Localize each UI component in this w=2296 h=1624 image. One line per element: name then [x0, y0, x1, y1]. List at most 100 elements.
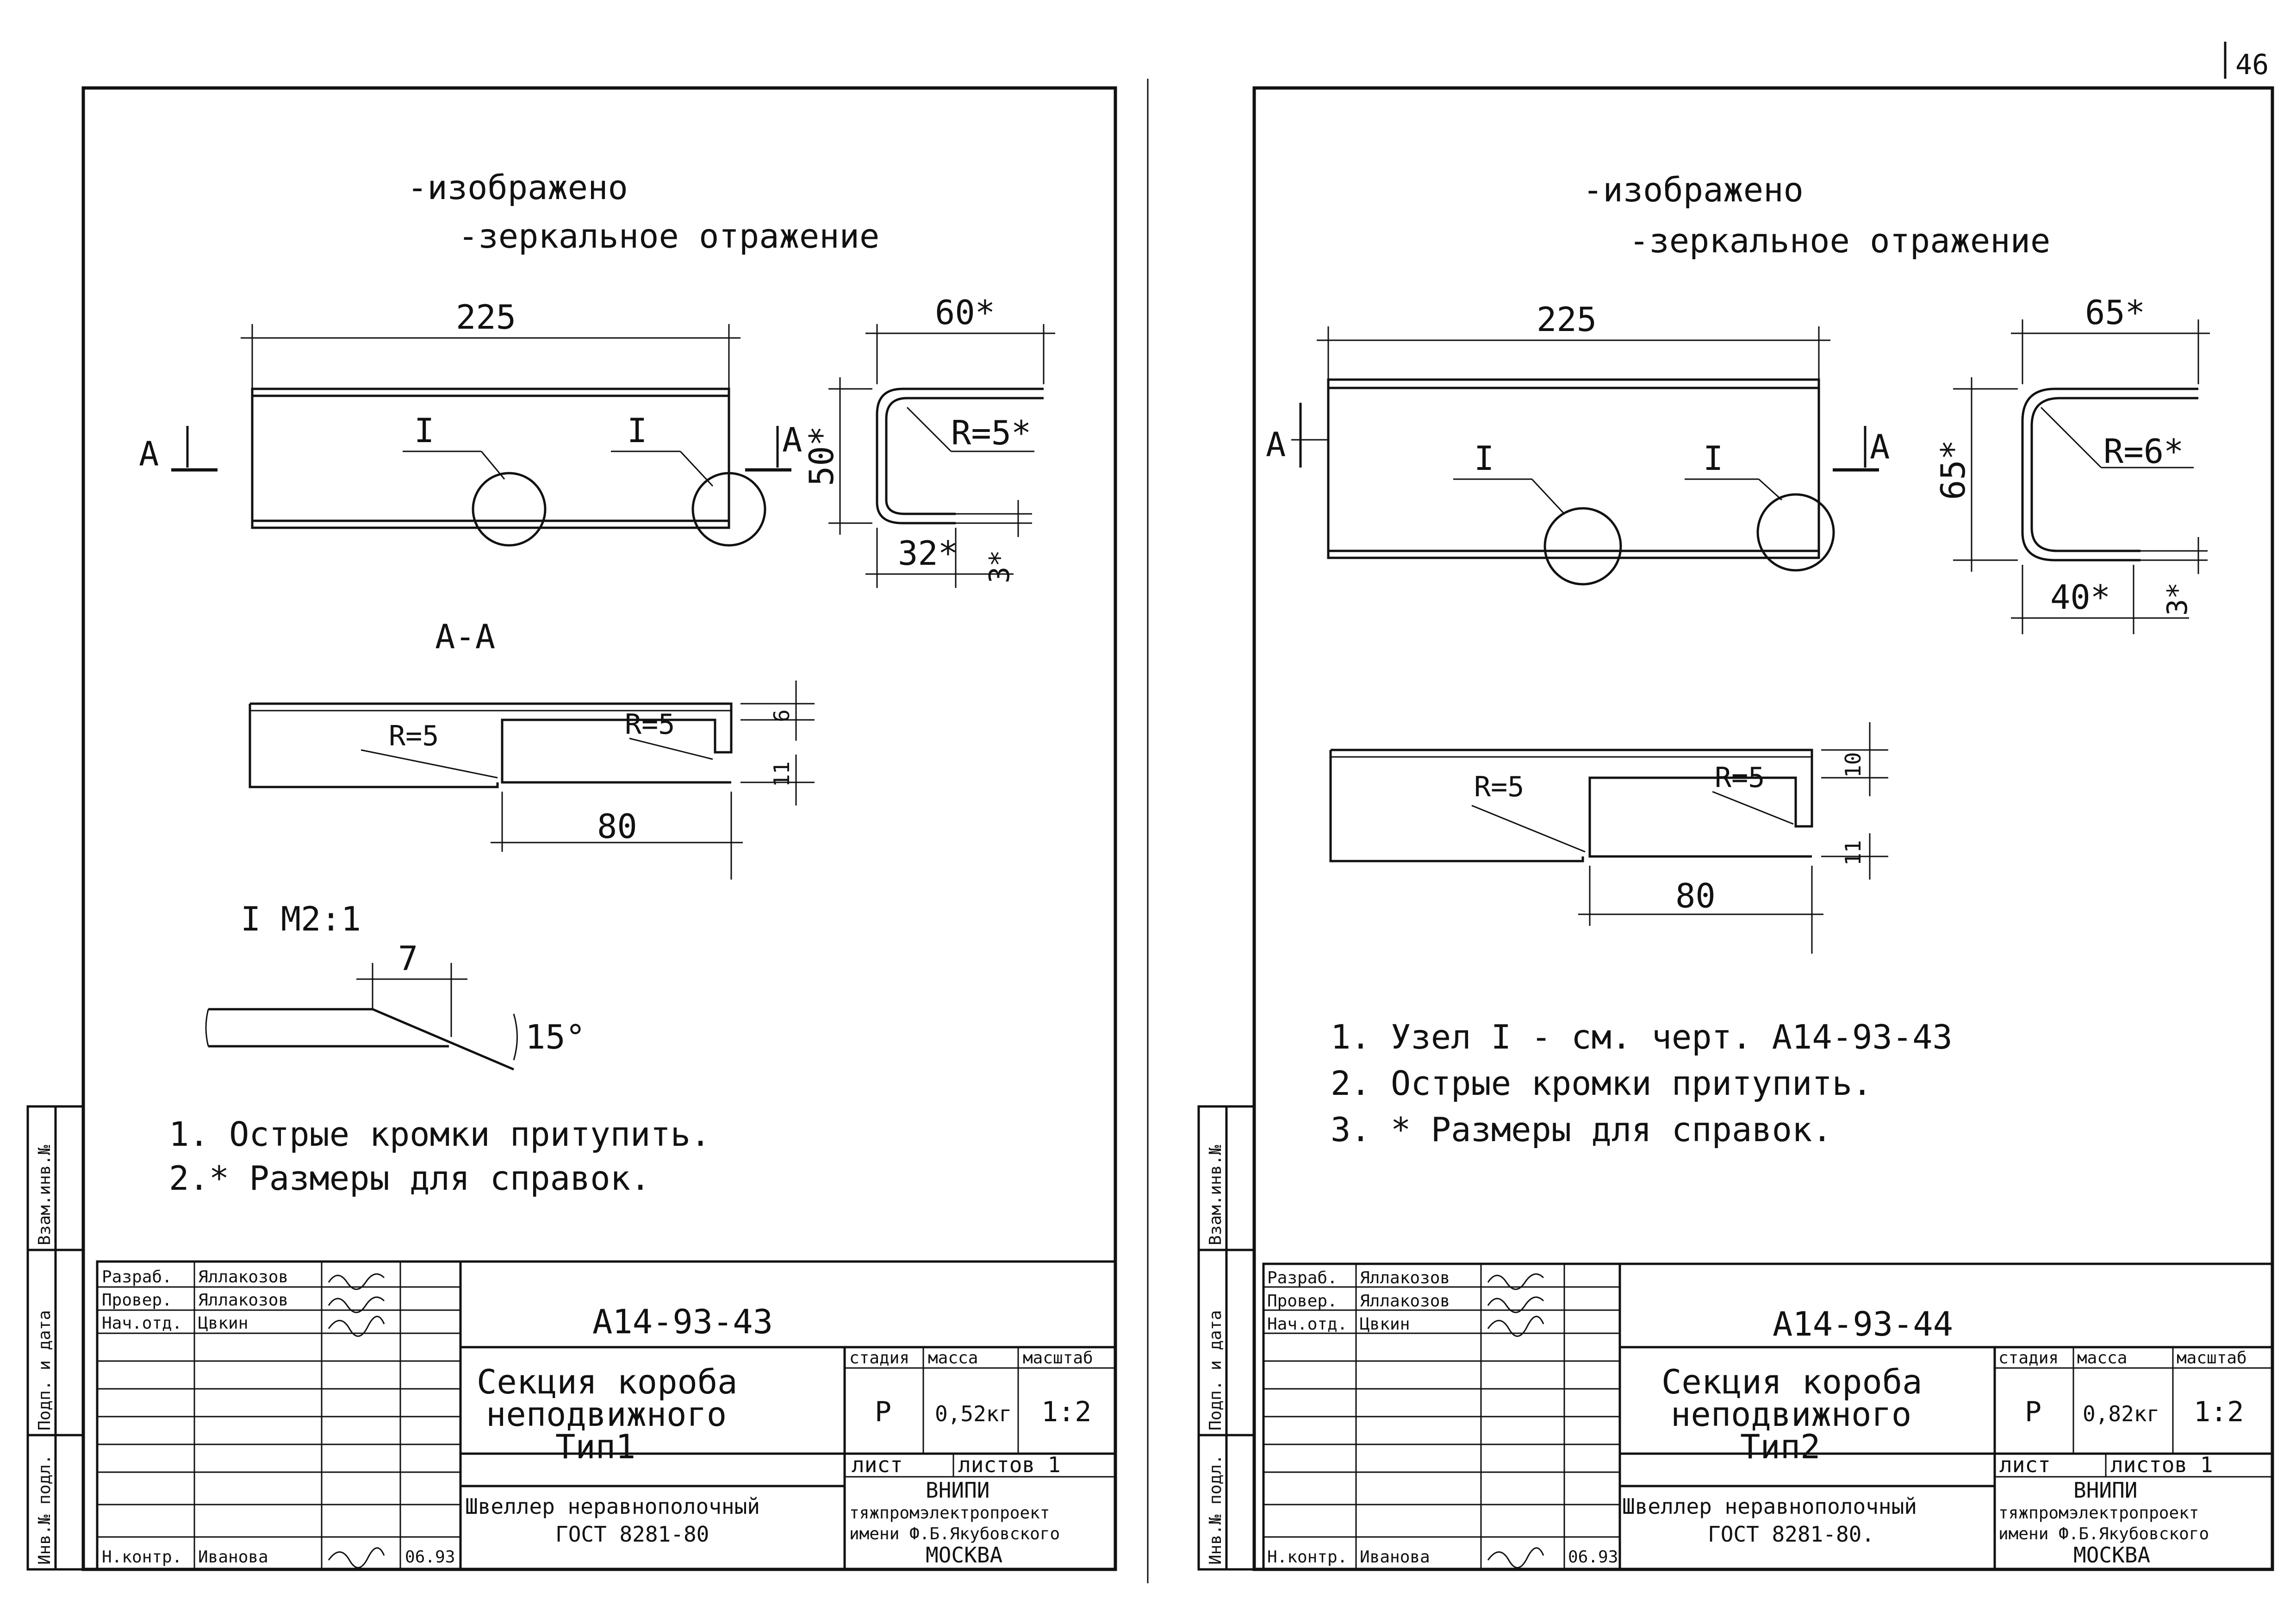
dim-step-top-2: 10 [1841, 752, 1866, 778]
mass-header-2: масса [2077, 1349, 2127, 1368]
side-stamp-replace-2: Взам.инв.№ [1206, 1145, 1225, 1245]
signature-4-2 [1487, 1547, 1544, 1568]
note-2-2: 2. Острые кромки притупить. [1331, 1064, 1872, 1103]
sheets-total: листов 1 [958, 1452, 1061, 1477]
material-line-1-2: Швеллер неравнополочный [1622, 1494, 1917, 1519]
sheet-label: лист [852, 1452, 903, 1477]
radius-profile: R=5* [951, 413, 1031, 452]
name-developer-2: Яллакозов [1360, 1268, 1450, 1287]
detail-title: I М2:1 [241, 899, 361, 938]
sheets-total-2: листов 1 [2110, 1452, 2213, 1477]
note-1-2: 1. Узел I - см. черт. А14-93-43 [1331, 1018, 1953, 1056]
section-mark-right: А [782, 420, 802, 459]
org-line-4: МОСКВА [926, 1543, 1002, 1568]
front-view: 225 I I А А [139, 298, 802, 547]
legend-mirror-2: -зеркальное отражение [1629, 221, 2050, 260]
dim-thickness-2: 3* [2161, 582, 2194, 616]
org-line-1: ВНИПИ [926, 1478, 989, 1503]
role-head: Нач.отд. [102, 1314, 182, 1333]
side-stamp: Инв.№ подл. Подп. и дата Взам.инв.№ [26, 1105, 85, 1571]
title-line-1: Секция короба [477, 1362, 738, 1401]
mass: 0,52кг [935, 1401, 1012, 1426]
role-norm: Н.контр. [102, 1548, 182, 1567]
sheet-label-2: лист [1999, 1452, 2051, 1477]
section-title: А-А [435, 617, 495, 656]
title-line-2: неподвижного [486, 1395, 727, 1434]
channel-profile-2: 65* 65* 40* 3* R=6* [1934, 293, 2210, 634]
signature-2 [328, 1296, 385, 1313]
title-block-2: Разраб. Провер. Нач.отд. Н.контр. Яллако… [1262, 1262, 2274, 1571]
scale-header-2: масштаб [2177, 1349, 2247, 1368]
signature-3 [328, 1316, 385, 1337]
node-mark-right-2: I [1703, 439, 1723, 478]
title-line-2-2: неподвижного [1671, 1395, 1911, 1434]
r-right: R=5 [625, 708, 675, 741]
section-mark-left-2: А [1266, 425, 1286, 464]
name-norm: Иванова [198, 1548, 268, 1567]
side-stamp-sign-2: Подп. и дата [1206, 1310, 1225, 1430]
side-stamp-inv: Инв.№ подл. [35, 1455, 54, 1565]
org-line-3: имени Ф.Б.Якубовского [849, 1524, 1060, 1543]
section-a-a: R=5 R=5 80 6 11 [249, 681, 815, 880]
org-line-3-2: имени Ф.Б.Якубовского [1998, 1524, 2209, 1543]
org-line-2: тяжпромэлектропроект [849, 1504, 1050, 1523]
dim-thickness: 3* [983, 550, 1016, 583]
mass-header: масса [928, 1349, 978, 1368]
node-mark-right: I [627, 411, 647, 450]
node-mark-left-2: I [1474, 439, 1494, 478]
legend-mirror: -зеркальное отражение [458, 217, 879, 256]
section-mark-right-2: А [1870, 427, 1890, 466]
title-line-1-2: Секция короба [1661, 1362, 1923, 1401]
name-norm-2: Иванова [1360, 1548, 1430, 1567]
drawing-number: А14-93-43 [592, 1302, 773, 1341]
side-stamp-sign: Подп. и дата [35, 1310, 54, 1430]
stage-header: стадия [849, 1349, 909, 1368]
material-line-2-2: ГОСТ 8281-80. [1708, 1522, 1874, 1547]
sheet-1: -изображено -зеркальное отражение 225 I … [26, 86, 1117, 1571]
mass-2: 0,82кг [2083, 1401, 2159, 1426]
title-block: Разраб. Провер. Нач.отд. Н.контр. Яллако… [96, 1260, 1117, 1571]
side-stamp-inv-2: Инв.№ подл. [1206, 1455, 1225, 1565]
role-checker-2: Провер. [1267, 1292, 1338, 1311]
front-view-2: 225 I I А А [1266, 300, 1890, 586]
dim-top: 60* [935, 293, 995, 332]
stage: Р [875, 1396, 891, 1428]
role-developer: Разраб. [102, 1268, 172, 1287]
dim-length: 225 [456, 298, 516, 337]
dim-top-2: 65* [2085, 293, 2145, 332]
name-head: Цвкин [198, 1314, 248, 1333]
title-line-3: Тип1 [555, 1427, 635, 1466]
r-left: R=5 [389, 720, 439, 752]
legend-shown: -изображено [407, 168, 628, 207]
signature-2-2 [1487, 1296, 1544, 1313]
detail-dim: 7 [398, 939, 418, 978]
signature-1 [328, 1273, 385, 1290]
stage-2: Р [2025, 1396, 2041, 1428]
dim-80-2: 80 [1675, 876, 1716, 915]
radius-profile-2: R=6* [2103, 432, 2184, 471]
material-line-2: ГОСТ 8281-80 [555, 1522, 709, 1547]
signature-4 [328, 1547, 385, 1568]
note-2: 2.* Размеры для справок. [169, 1159, 650, 1198]
name-checker: Яллакозов [198, 1291, 288, 1310]
detail-node-1: 7 15° [205, 939, 585, 1071]
org-line-4-2: МОСКВА [2073, 1543, 2150, 1568]
dim-length-2: 225 [1537, 300, 1597, 339]
signature-3-2 [1487, 1316, 1544, 1337]
date: 06.93 [405, 1548, 455, 1567]
legend-shown-2: -изображено [1583, 170, 1804, 209]
side-stamp-replace: Взам.инв.№ [35, 1145, 54, 1245]
role-checker: Провер. [102, 1291, 172, 1310]
r-right-2: R=5 [1715, 762, 1765, 794]
material-line-1: Швеллер неравнополочный [465, 1494, 760, 1519]
note-3-2: 3. * Размеры для справок. [1331, 1110, 1832, 1149]
detail-angle: 15° [525, 1018, 585, 1056]
dim-height-2: 65* [1934, 440, 1972, 500]
role-developer-2: Разраб. [1267, 1268, 1338, 1287]
section-mark-left: А [139, 434, 159, 473]
node-mark-left: I [414, 411, 434, 450]
side-stamp-2: Инв.№ подл. Подп. и дата Взам.инв.№ [1197, 1105, 1256, 1571]
dim-bottom: 32* [898, 534, 958, 573]
scale-2: 1:2 [2194, 1396, 2244, 1428]
